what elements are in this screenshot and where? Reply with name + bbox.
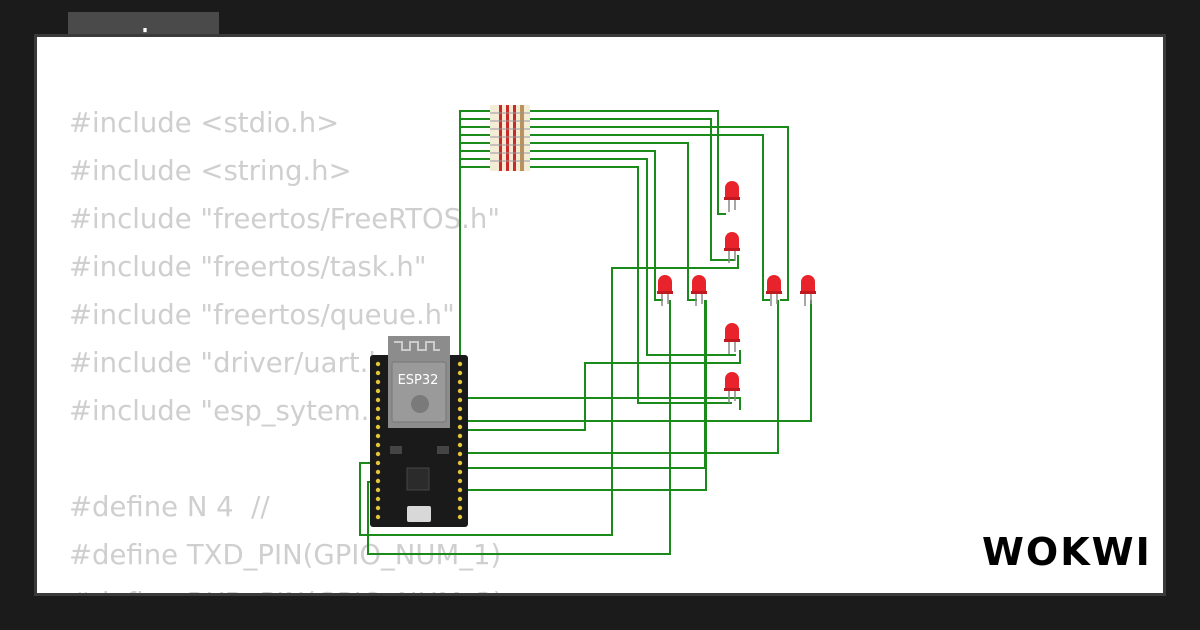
code-line: #define N 4 // bbox=[69, 491, 270, 523]
pin-header-right bbox=[457, 361, 463, 520]
led bbox=[724, 323, 740, 354]
usb-port bbox=[407, 506, 431, 522]
led-array bbox=[657, 181, 816, 403]
wire bbox=[463, 300, 707, 491]
wire bbox=[463, 350, 741, 431]
svg-text:WOKWI: WOKWI bbox=[982, 530, 1148, 574]
button bbox=[390, 446, 402, 454]
code-line: #include <stdio.h> bbox=[69, 107, 340, 139]
antenna-trace bbox=[394, 341, 440, 351]
wire bbox=[528, 134, 770, 301]
code-line: #define RXD_PIN(GPIO_NUM_3) bbox=[69, 579, 504, 593]
wire bbox=[528, 150, 663, 301]
esp32-board: ESP32 bbox=[370, 336, 468, 527]
wire bbox=[359, 255, 739, 536]
code-line: #include "freertos/task.h" bbox=[69, 251, 427, 283]
led bbox=[691, 275, 707, 306]
wire bbox=[528, 142, 697, 301]
led bbox=[724, 372, 740, 403]
led bbox=[657, 275, 673, 306]
code-preview: #include <stdio.h> #include <string.h> #in… bbox=[69, 99, 504, 593]
resistor-band bbox=[499, 105, 502, 171]
led bbox=[724, 232, 740, 263]
wire bbox=[463, 397, 741, 410]
wire bbox=[463, 300, 779, 454]
code-line: #include "freertos/FreeRTOS.h" bbox=[69, 203, 500, 235]
resistor-array bbox=[490, 105, 530, 171]
pin-header-left bbox=[375, 361, 381, 520]
wire bbox=[528, 166, 732, 404]
code-line: #define TXD_PIN(GPIO_NUM_1) bbox=[69, 539, 502, 571]
wire bbox=[463, 300, 812, 422]
wokwi-logo[interactable]: WOKWI bbox=[978, 527, 1148, 575]
wire bbox=[528, 118, 735, 261]
board-label: ESP32 bbox=[398, 373, 439, 388]
code-line: #include "freertos/queue.h" bbox=[69, 299, 455, 331]
led bbox=[766, 275, 782, 306]
resistor-band bbox=[506, 105, 509, 171]
chip bbox=[406, 467, 430, 491]
code-line: #include <string.h> bbox=[69, 155, 352, 187]
led bbox=[724, 181, 740, 212]
button bbox=[437, 446, 449, 454]
wires bbox=[359, 110, 812, 555]
preview-card: #include <stdio.h> #include <string.h> #in… bbox=[34, 34, 1166, 596]
code-line: #include "driver/uart.h" bbox=[69, 347, 399, 379]
espressif-logo bbox=[411, 395, 429, 413]
wire bbox=[528, 158, 736, 356]
wire bbox=[528, 110, 726, 215]
code-line: #include "esp_sytem.h" bbox=[69, 395, 400, 427]
wire bbox=[459, 110, 494, 355]
led bbox=[800, 275, 816, 306]
resistor-band bbox=[513, 105, 516, 171]
wire bbox=[528, 126, 789, 301]
